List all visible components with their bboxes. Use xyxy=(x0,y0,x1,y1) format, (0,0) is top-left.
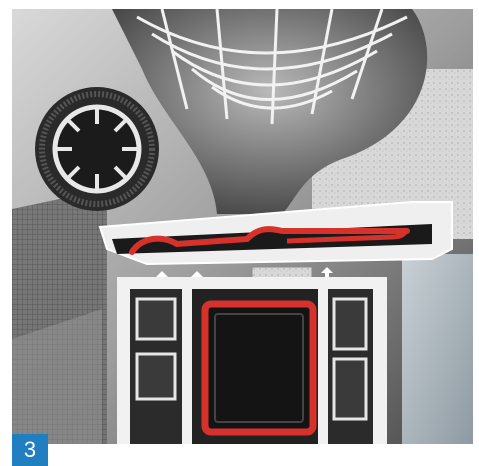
window-profile-cross-section-photo xyxy=(12,9,473,444)
figure-number-badge: 3 xyxy=(12,434,48,466)
